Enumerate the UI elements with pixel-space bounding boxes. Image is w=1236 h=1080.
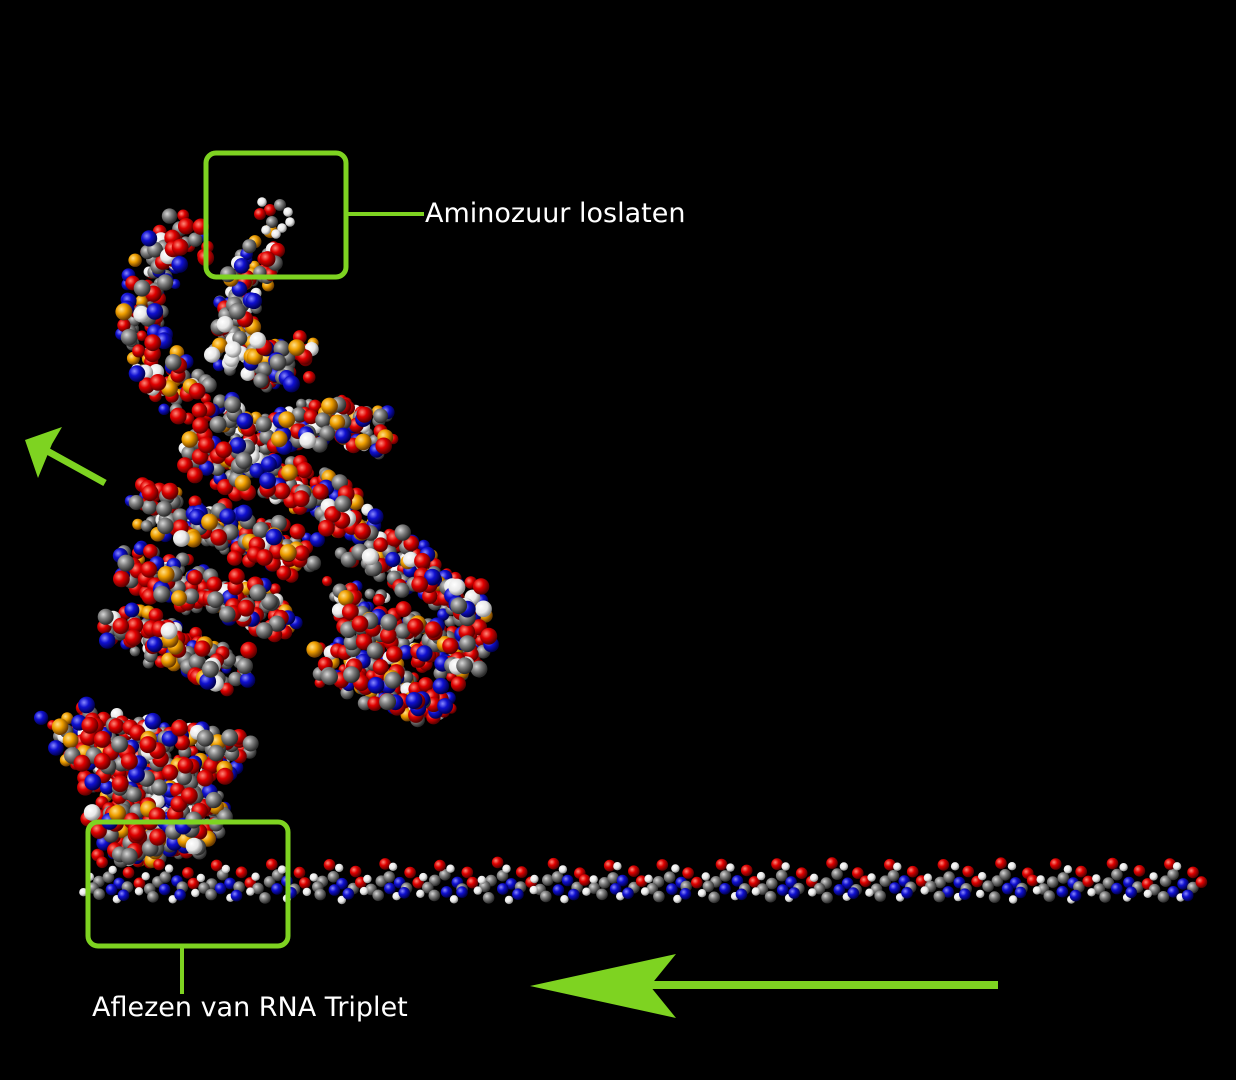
triplet-highlight-box [85, 819, 291, 949]
mrna-strand [79, 856, 1208, 905]
amino-release-label: Aminozuur loslaten [425, 198, 686, 229]
mrna-direction-arrow [530, 954, 998, 1018]
rna-triplet-label: Aflezen van RNA Triplet [92, 992, 408, 1023]
trna-molecule [34, 208, 499, 869]
trna-departure-arrow [25, 427, 107, 487]
amino-acid [254, 197, 295, 239]
